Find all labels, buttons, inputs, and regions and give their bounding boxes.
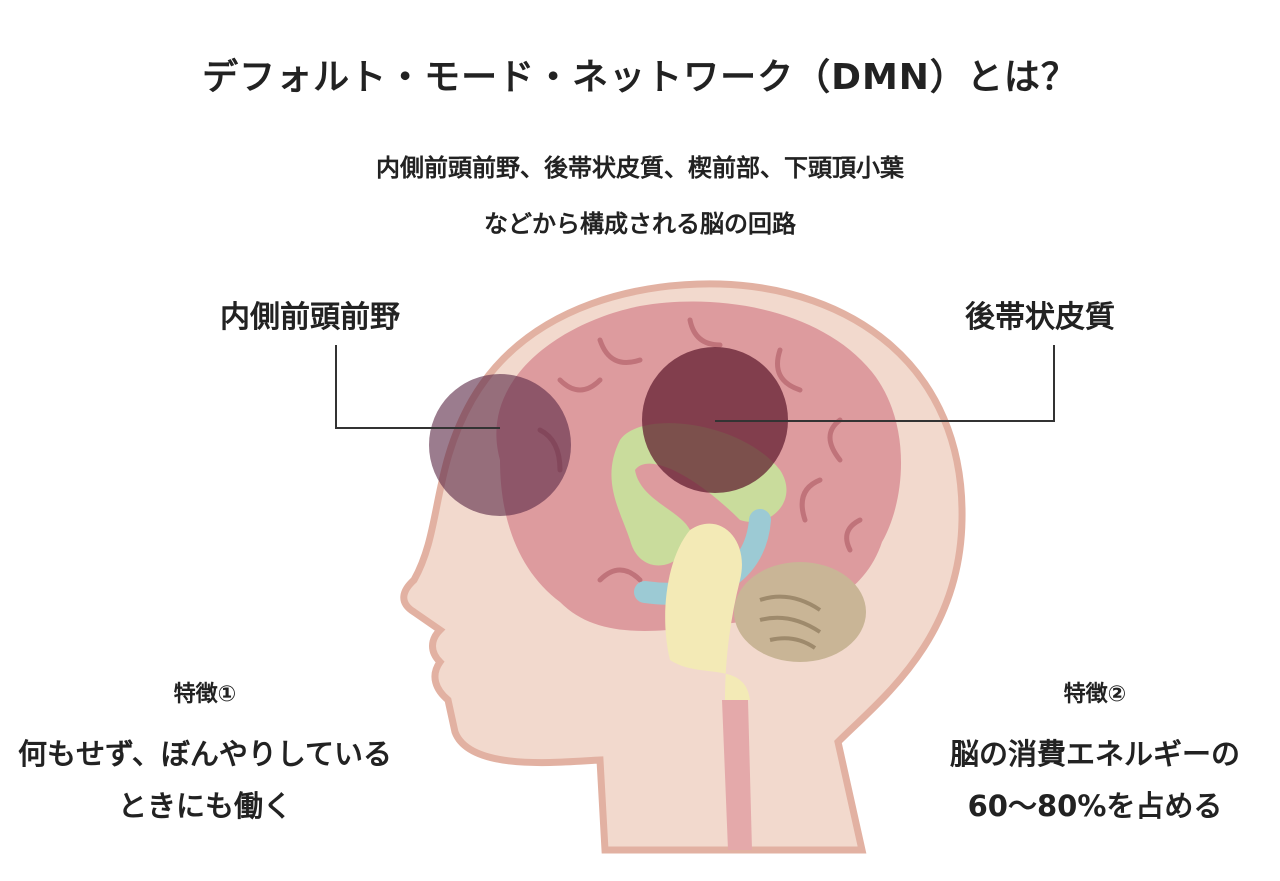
- feature-2: 特徴② 脳の消費エネルギーの 60〜80%を占める: [930, 676, 1260, 832]
- cerebellum-lines: [759, 594, 822, 650]
- leader-line-right: [715, 345, 1055, 422]
- feature-1-line-1: 何もせず、ぼんやりしている: [17, 737, 393, 771]
- medial-prefrontal-cortex-highlight: [429, 374, 571, 516]
- cerebellum: [734, 562, 866, 662]
- feature-1: 特徴① 何もせず、ぼんやりしている ときにも働く: [0, 676, 410, 832]
- leader-line-left: [335, 345, 500, 429]
- brainstem: [665, 523, 750, 700]
- feature-1-heading: 特徴①: [173, 682, 237, 707]
- feature-2-heading: 特徴②: [1063, 682, 1127, 707]
- neck-spinal-cord: [722, 700, 752, 850]
- feature-1-line-2: ときにも働く: [117, 789, 292, 823]
- page-title: デフォルト・モード・ネットワーク（DMN）とは？: [202, 57, 1078, 98]
- label-medial-prefrontal-cortex: 内側前頭前野: [220, 300, 400, 335]
- feature-2-line-1: 脳の消費エネルギーの: [949, 737, 1240, 771]
- subtitle-line-2: などから構成される脳の回路: [484, 210, 796, 238]
- label-posterior-cingulate-cortex: 後帯状皮質: [965, 300, 1115, 335]
- feature-2-line-2: 60〜80%を占める: [967, 789, 1223, 823]
- subtitle-line-1: 内側前頭前野、後帯状皮質、楔前部、下頭頂小葉: [376, 154, 904, 182]
